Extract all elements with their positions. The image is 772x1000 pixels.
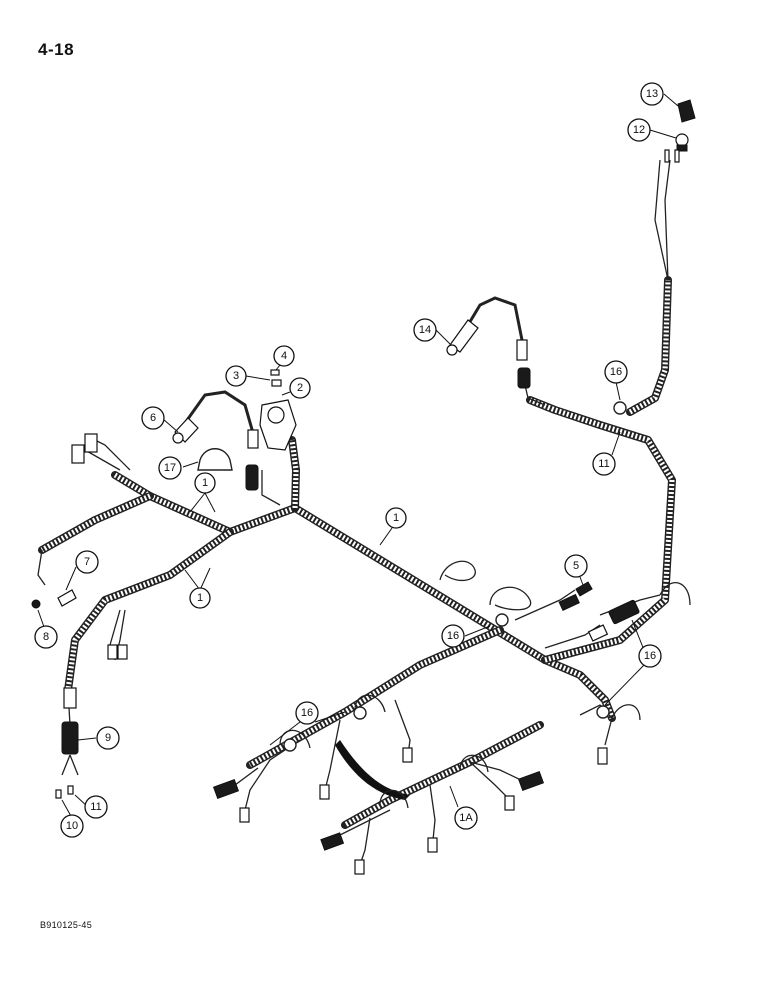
connector-lower [597,747,608,765]
callout-5-label: 5 [573,560,579,572]
connector-lower [319,784,330,800]
connector-6-mate [245,464,259,491]
callout-14-label: 13 [646,88,658,100]
connector-lower [402,747,413,763]
wire-terminal [674,149,680,163]
callout-13: 12 [627,118,651,142]
connector-1a [517,770,545,792]
callout-10: 10 [60,814,84,838]
connector-lower [212,778,240,800]
callout-12-label: 11 [598,458,609,470]
leader-lines [37,93,679,819]
callout-6: 6 [141,406,165,430]
callouts: 13 12 14 16 11 4 3 2 6 17 1 1 1 5 7 8 16… [34,82,664,838]
connector-lower [117,644,128,660]
callout-11-label: 11 [90,801,101,813]
callout-16-right: 16 [638,644,662,668]
ignition-switch-face [267,406,285,424]
clip-16 [283,738,297,752]
bulb-8 [31,599,41,609]
callout-1A: 1A [454,806,478,830]
clip-16 [353,706,367,720]
callout-13-label: 12 [633,124,645,136]
callout-7: 7 [75,550,99,574]
callout-1c-label: 1 [197,592,203,604]
callout-8: 8 [34,625,58,649]
terminal-11 [67,785,74,795]
wire-terminal [664,149,670,163]
callout-9-label: 9 [105,732,111,744]
figure-code: B910125-45 [40,920,93,930]
callout-1-center: 1 [385,507,407,529]
ignition-switch-nut [271,379,282,387]
sender-15-tip [446,344,458,356]
connector-1a [504,795,515,811]
connector-left-top [71,444,85,464]
clip-16 [613,401,627,415]
callout-8-label: 8 [43,631,49,643]
connector-9-top [63,687,77,709]
fuse-5 [575,581,593,597]
callout-16-top: 16 [604,360,628,384]
connector-right [587,624,609,642]
ignition-switch-washer [270,369,280,376]
callout-16-lower: 16 [295,701,319,725]
knob-cap [677,99,696,123]
connector-1a [354,859,365,875]
socket-7 [57,589,77,607]
connector-right [608,599,640,625]
callout-2-label: 2 [297,382,303,394]
harness-trunks [38,276,676,829]
page-number: 4-18 [38,40,75,59]
callout-10-label: 10 [66,820,78,832]
callout-3-label: 3 [233,370,239,382]
callout-16a-label: 16 [610,366,622,378]
connector-6 [247,429,259,449]
callout-3: 3 [225,365,247,387]
callout-16c-label: 16 [644,650,656,662]
callout-16b-label: 16 [447,630,459,642]
callout-16d-label: 16 [301,707,313,719]
callout-7-label: 7 [84,556,90,568]
callout-9: 9 [96,726,120,750]
callout-1a-label: 1 [202,477,208,489]
callout-1b-label: 1 [393,512,399,524]
connector-1a [427,837,438,853]
connector-15 [516,339,528,361]
callout-12: 11 [592,452,616,476]
callout-1A-label: 1A [459,812,473,824]
callout-14: 13 [640,82,664,106]
clip-16 [495,613,509,627]
terminal-10 [55,789,62,799]
connector-lower [239,807,250,823]
callout-2: 2 [289,377,311,399]
connector-15-mate [517,367,531,389]
callout-4-label: 4 [281,350,287,362]
connector-lower [107,644,118,660]
connector-9 [61,721,79,755]
callout-15: 14 [413,318,437,342]
wires [37,159,691,866]
callout-17-label: 17 [164,462,176,474]
connector-left-top [84,433,98,453]
callout-16-center: 16 [441,624,465,648]
sender-6-tip [172,432,184,444]
callout-1-lower: 1 [189,587,211,609]
callout-11: 11 [84,795,108,819]
connector-mid [558,593,580,611]
clamp-17 [197,448,233,471]
callout-6-label: 6 [150,412,156,424]
callout-17: 17 [158,456,182,480]
push-switch [675,133,689,147]
callout-5: 5 [564,554,588,578]
clip-16 [596,705,610,719]
components [31,99,696,875]
push-switch-body [676,144,688,152]
callout-1-upper: 1 [194,472,216,494]
callout-15-label: 14 [419,324,431,336]
connector-1a [320,832,345,851]
callout-4: 4 [273,345,295,367]
detail-arrow [335,740,410,800]
